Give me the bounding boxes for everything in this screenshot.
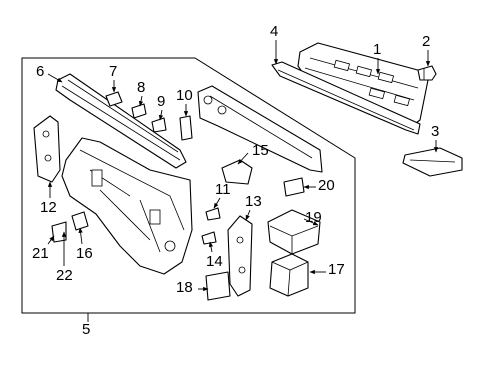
callout-14: 14 — [206, 253, 223, 270]
clip-part-11 — [205, 207, 221, 221]
callout-19: 19 — [305, 209, 322, 226]
assembly-outline — [21, 57, 356, 314]
plate-part-18 — [205, 271, 231, 301]
callout-4: 4 — [270, 23, 279, 40]
callout-6: 6 — [36, 63, 45, 80]
block-part-17 — [269, 253, 309, 297]
callout-10: 10 — [176, 87, 193, 104]
clip-part-20 — [283, 177, 305, 197]
callout-8: 8 — [137, 79, 146, 96]
clip-part-9 — [151, 117, 167, 133]
callout-3: 3 — [431, 123, 440, 140]
callout-15: 15 — [252, 142, 269, 159]
clip-part-2 — [417, 65, 437, 81]
cowl-side-panel — [197, 85, 323, 173]
callout-7: 7 — [109, 63, 118, 80]
bracket-part-13 — [227, 215, 253, 297]
bracket-part-15 — [221, 159, 253, 185]
clip-part-7 — [105, 91, 123, 107]
callout-22: 22 — [56, 267, 73, 284]
dash-panel — [61, 137, 193, 275]
leader-lines — [47, 40, 439, 292]
pad-part-3 — [402, 147, 463, 177]
callout-13: 13 — [245, 193, 262, 210]
callout-12: 12 — [40, 199, 57, 216]
callout-5: 5 — [82, 321, 91, 338]
callout-16: 16 — [76, 245, 93, 262]
callout-20: 20 — [318, 177, 335, 194]
clip-part-14 — [201, 231, 217, 245]
callout-9: 9 — [157, 93, 166, 110]
cowl-vent-panel — [297, 42, 429, 127]
clip-part-8 — [131, 103, 147, 119]
callout-17: 17 — [328, 261, 345, 278]
bracket-part-10 — [179, 115, 193, 141]
callout-2: 2 — [422, 33, 431, 50]
callout-21: 21 — [32, 245, 49, 262]
callout-11: 11 — [215, 181, 231, 198]
cowl-seal-strip — [271, 61, 421, 135]
clip-part-16 — [71, 211, 89, 231]
callout-1: 1 — [373, 41, 382, 58]
tray-part-19 — [267, 209, 321, 255]
left-side-bracket — [33, 115, 61, 183]
callout-18: 18 — [176, 279, 193, 296]
upper-cowl-rail — [55, 73, 187, 169]
